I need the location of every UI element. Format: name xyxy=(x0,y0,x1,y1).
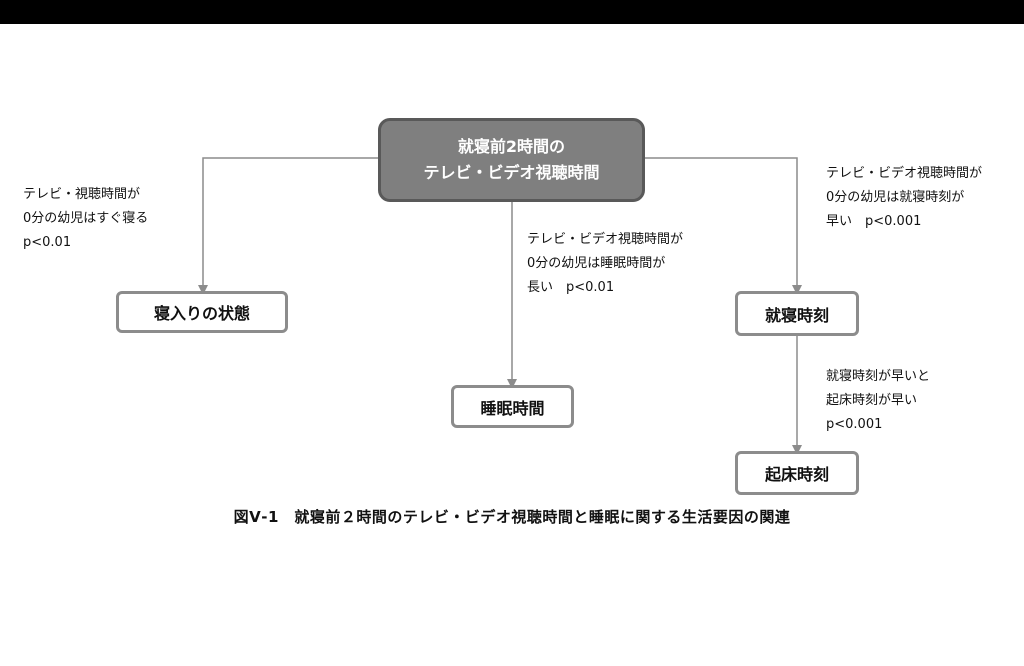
node-wake-time-label: 起床時刻 xyxy=(764,465,829,484)
arrow-to-sleep-onset xyxy=(198,157,378,295)
main-node-tv-video-viewing-time: 就寝前2時間の テレビ・ビデオ視聴時間 xyxy=(378,118,645,202)
top-black-bar xyxy=(0,0,1024,24)
node-sleep-onset: 寝入りの状態 xyxy=(116,291,288,333)
node-wake-time: 起床時刻 xyxy=(735,451,859,495)
node-sleep-duration: 睡眠時間 xyxy=(451,385,574,428)
annotation-left: テレビ・視聴時間が 0分の幼児はすぐ寝る p<0.01 xyxy=(23,187,149,250)
figure-caption: 図Ⅴ-1 就寝前２時間のテレビ・ビデオ視聴時間と睡眠に関する生活要因の関連 xyxy=(233,508,791,526)
main-node-line2: テレビ・ビデオ視聴時間 xyxy=(423,163,600,182)
node-sleep-onset-label: 寝入りの状態 xyxy=(153,304,250,323)
annotation-lower-right: 就寝時刻が早いと 起床時刻が早い p<0.001 xyxy=(826,369,931,432)
node-sleep-duration-label: 睡眠時間 xyxy=(480,398,545,418)
node-bedtime: 就寝時刻 xyxy=(735,291,859,336)
main-node-line1: 就寝前2時間の xyxy=(457,137,566,156)
arrow-to-bedtime xyxy=(645,157,802,295)
annotation-center: テレビ・ビデオ視聴時間が 0分の幼児は睡眠時間が 長い p<0.01 xyxy=(527,232,684,295)
annotation-right: テレビ・ビデオ視聴時間が 0分の幼児は就寝時刻が 早い p<0.001 xyxy=(826,166,983,229)
node-bedtime-label: 就寝時刻 xyxy=(764,305,829,325)
